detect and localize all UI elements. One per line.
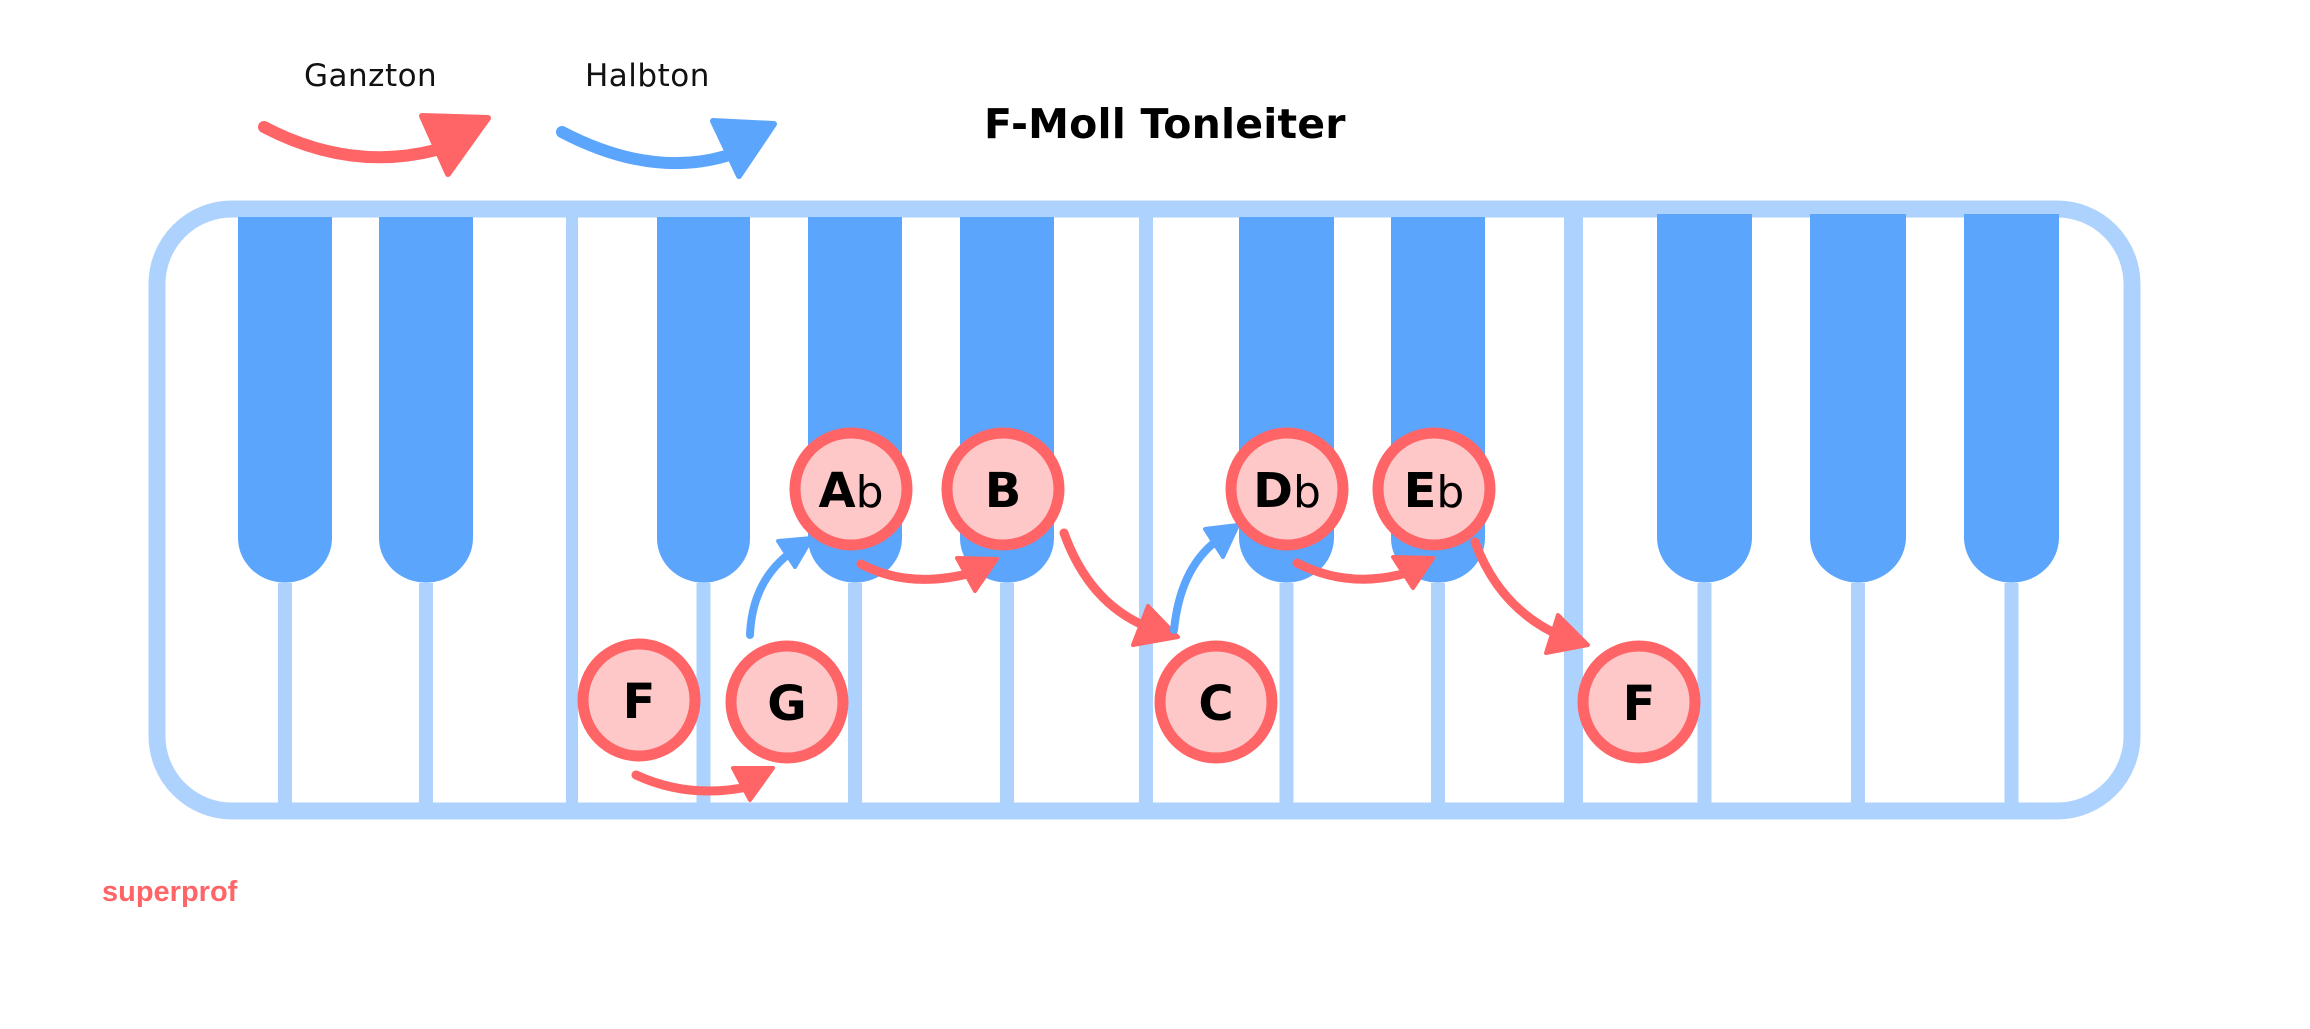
note-a-flat: Ab (789, 427, 913, 551)
note-label: C (1198, 676, 1233, 732)
note-g: G (725, 640, 849, 764)
black-key (657, 217, 750, 583)
arrow-head (955, 556, 999, 593)
half-step-arrow-icon (746, 536, 814, 639)
note-label: Eb (1404, 463, 1465, 519)
legend-whole-step-arrow-shaft (258, 121, 442, 164)
note-label: Db (1253, 463, 1321, 519)
note-label: Ab (818, 463, 883, 519)
white-key-divider (566, 215, 578, 805)
white-key-divider-stem (1279, 583, 1294, 803)
note-circle (941, 427, 1065, 551)
white-key-divider-stem (2004, 583, 2019, 803)
white-key-divider-stem (696, 583, 711, 803)
note-label: G (767, 676, 806, 732)
black-key-stems (278, 583, 2019, 803)
note-accidental: b (856, 467, 884, 518)
black-key (1657, 214, 1752, 583)
whole-step-arrow-icon (1292, 555, 1435, 590)
arrow-head (731, 766, 775, 802)
arrow-shaft (631, 770, 757, 796)
superprof-logo: superprof (102, 876, 238, 908)
note-letter: B (985, 463, 1022, 519)
note-accidental: b (1293, 467, 1321, 518)
white-key-divider-stem (419, 583, 433, 803)
note-circle (1372, 427, 1496, 551)
note-label: B (985, 463, 1022, 519)
note-circle (1154, 640, 1278, 764)
legend-whole-step-arrow-head (419, 113, 491, 177)
arrow-shaft (746, 549, 794, 639)
arrow-shaft (1170, 538, 1219, 634)
arrow-head (776, 536, 814, 569)
legend-whole-step-label: Ganzton (304, 58, 438, 94)
white-key-divider-stem (1431, 583, 1445, 803)
note-circle (1225, 427, 1349, 551)
whole-step-arrow-icon (856, 556, 999, 593)
arrow-shaft (1292, 558, 1415, 584)
note-letter: G (767, 676, 806, 732)
legend-half-step-arrow-shaft (556, 126, 732, 170)
arrow-shaft (1470, 537, 1568, 642)
arrow-shaft (856, 559, 980, 584)
arrow-head (1131, 604, 1180, 647)
note-c: C (1154, 640, 1278, 764)
note-letter: C (1198, 676, 1233, 732)
note-letter: F (1623, 676, 1656, 732)
arrow-head (1391, 555, 1435, 590)
arrow-shaft (1059, 528, 1155, 633)
white-key-divider (1564, 215, 1583, 805)
note-letter: D (1253, 463, 1293, 519)
step-arrows (631, 523, 1590, 802)
half-step-arrow-icon (1170, 523, 1240, 634)
white-key-divider-stem (1851, 583, 1865, 803)
note-circle (789, 427, 913, 551)
note-label: F (1623, 676, 1656, 732)
arrow-head (1544, 613, 1590, 655)
note-circle (1577, 640, 1701, 764)
legend-half-step-arrow-icon (556, 118, 777, 179)
note-accidental: b (1436, 467, 1464, 518)
note-circle (577, 638, 701, 762)
note-f: F (577, 638, 701, 762)
note-label: F (623, 674, 656, 730)
note-b: B (941, 427, 1065, 551)
white-key-divider-stem (278, 583, 292, 803)
legend-whole-step-arrow-icon (258, 113, 491, 177)
note-f: F (1577, 640, 1701, 764)
white-key-divider-stem (1000, 583, 1014, 803)
diagram-title: F-Moll Tonleiter (984, 100, 1346, 148)
note-letter: A (818, 463, 855, 519)
white-key-dividers (566, 215, 1583, 805)
white-key-divider-stem (1697, 583, 1712, 803)
whole-step-arrow-icon (1470, 537, 1590, 655)
note-d-flat: Db (1225, 427, 1349, 551)
arrow-head (1203, 523, 1240, 559)
whole-step-arrow-icon (631, 766, 775, 802)
note-circle (725, 640, 849, 764)
whole-step-arrow-icon (1059, 528, 1180, 647)
white-key-divider-stem (848, 583, 862, 803)
black-key (238, 217, 332, 583)
note-e-flat: Eb (1372, 427, 1496, 551)
white-key-divider (1139, 215, 1153, 805)
note-letter: E (1404, 463, 1437, 519)
legend-half-step-label: Halbton (585, 58, 710, 94)
black-key (379, 217, 473, 583)
black-key (1810, 214, 1907, 583)
note-letter: F (623, 674, 656, 730)
legend-half-step-arrow-head (710, 118, 777, 179)
black-key (1964, 214, 2059, 583)
